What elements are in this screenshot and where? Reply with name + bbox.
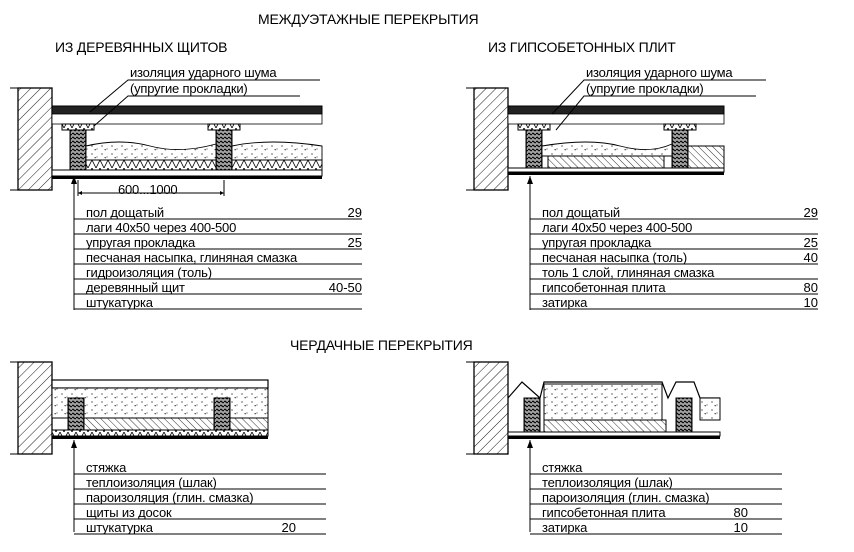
- wood-panel-floor-section: [10, 79, 323, 310]
- board-floor: [507, 105, 725, 115]
- legend-item-value: 29: [803, 205, 818, 220]
- attic-wood-section: [10, 361, 269, 532]
- legend-item-label: теплоизоляция (шлак): [86, 475, 217, 490]
- legend-item-label: упругая прокладка: [86, 235, 195, 250]
- callout-right-line2: (упругие прокладки): [586, 81, 704, 96]
- legend-item-value: 40-50: [328, 280, 362, 295]
- legend-item-value: 10: [803, 295, 818, 310]
- wall: [17, 87, 53, 191]
- legend-item-label: гипсобетонная плита: [542, 280, 666, 295]
- callout-left-line2: (упругие прокладки): [130, 81, 248, 96]
- legend-item-value: 25: [803, 235, 818, 250]
- joist: [213, 397, 231, 435]
- legend-item-value: 40: [803, 250, 818, 265]
- legend-item-label: пол дощатый: [542, 205, 620, 220]
- legend-item-value: 10: [733, 520, 748, 535]
- legend-item-label: стяжка: [86, 460, 127, 475]
- legend-item-value: 80: [803, 280, 818, 295]
- wall: [473, 361, 509, 455]
- legend-item-value: 20: [281, 520, 296, 535]
- legend-item-label: щиты из досок: [86, 505, 172, 520]
- wall: [473, 87, 509, 191]
- legend-item-label: затирка: [542, 520, 588, 535]
- legend-item-label: упругая прокладка: [542, 235, 651, 250]
- legend-item-value: 80: [733, 505, 748, 520]
- title-interfloor: МЕЖДУЭТАЖНЫЕ ПЕРЕКРЫТИЯ: [258, 11, 479, 27]
- subtitle-gypsum-slabs: ИЗ ГИПСОБЕТОННЫХ ПЛИТ: [488, 39, 676, 55]
- legend-item-label: пол дощатый: [86, 205, 164, 220]
- attic-gypsum-section: [466, 361, 721, 532]
- joist: [675, 397, 693, 437]
- legend-item-label: штукатурка: [86, 520, 153, 535]
- joist: [215, 129, 233, 171]
- title-attic: ЧЕРДАЧНЫЕ ПЕРЕКРЫТИЯ: [290, 337, 473, 353]
- joist: [523, 397, 541, 437]
- joist: [67, 397, 85, 435]
- legend-item-label: пароизоляция (глин. смазка): [542, 490, 710, 505]
- legend-item-value: 25: [347, 235, 362, 250]
- legend-item-label: гипсобетонная плита: [542, 505, 666, 520]
- screed: [51, 379, 269, 389]
- joist: [671, 129, 689, 169]
- legend-item-label: затирка: [542, 295, 588, 310]
- wall: [17, 361, 53, 455]
- callout-right-line1: изоляция ударного шума: [586, 65, 733, 80]
- legend-item-label: песчаная насыпка, глиняная смазка: [86, 250, 298, 265]
- legend-item-label: песчаная насыпка (толь): [542, 250, 687, 265]
- callout-left-line1: изоляция ударного шума: [130, 65, 277, 80]
- legend-item-label: толь 1 слой, глиняная смазка: [542, 265, 715, 280]
- gypsum-slab-floor-section: [466, 79, 766, 310]
- legend-item-label: лаги 40х50 через 400-500: [86, 220, 237, 235]
- legend-item-label: деревянный щит: [86, 280, 185, 295]
- legend-rules: [74, 218, 818, 535]
- legend-item-label: лаги 40х50 через 400-500: [542, 220, 693, 235]
- legend-item-label: гидроизоляция (толь): [86, 265, 212, 280]
- joist: [525, 129, 543, 169]
- legend-item-label: теплоизоляция (шлак): [542, 475, 673, 490]
- legend-item-label: пароизоляция (глин. смазка): [86, 490, 254, 505]
- legend-item-label: стяжка: [542, 460, 583, 475]
- legend-item-label: штукатурка: [86, 295, 153, 310]
- spacing-dimension: 600...1000: [118, 182, 178, 197]
- subtitle-wood-panels: ИЗ ДЕРЕВЯННЫХ ЩИТОВ: [55, 39, 228, 55]
- legend-item-value: 29: [347, 205, 362, 220]
- joist: [69, 129, 87, 171]
